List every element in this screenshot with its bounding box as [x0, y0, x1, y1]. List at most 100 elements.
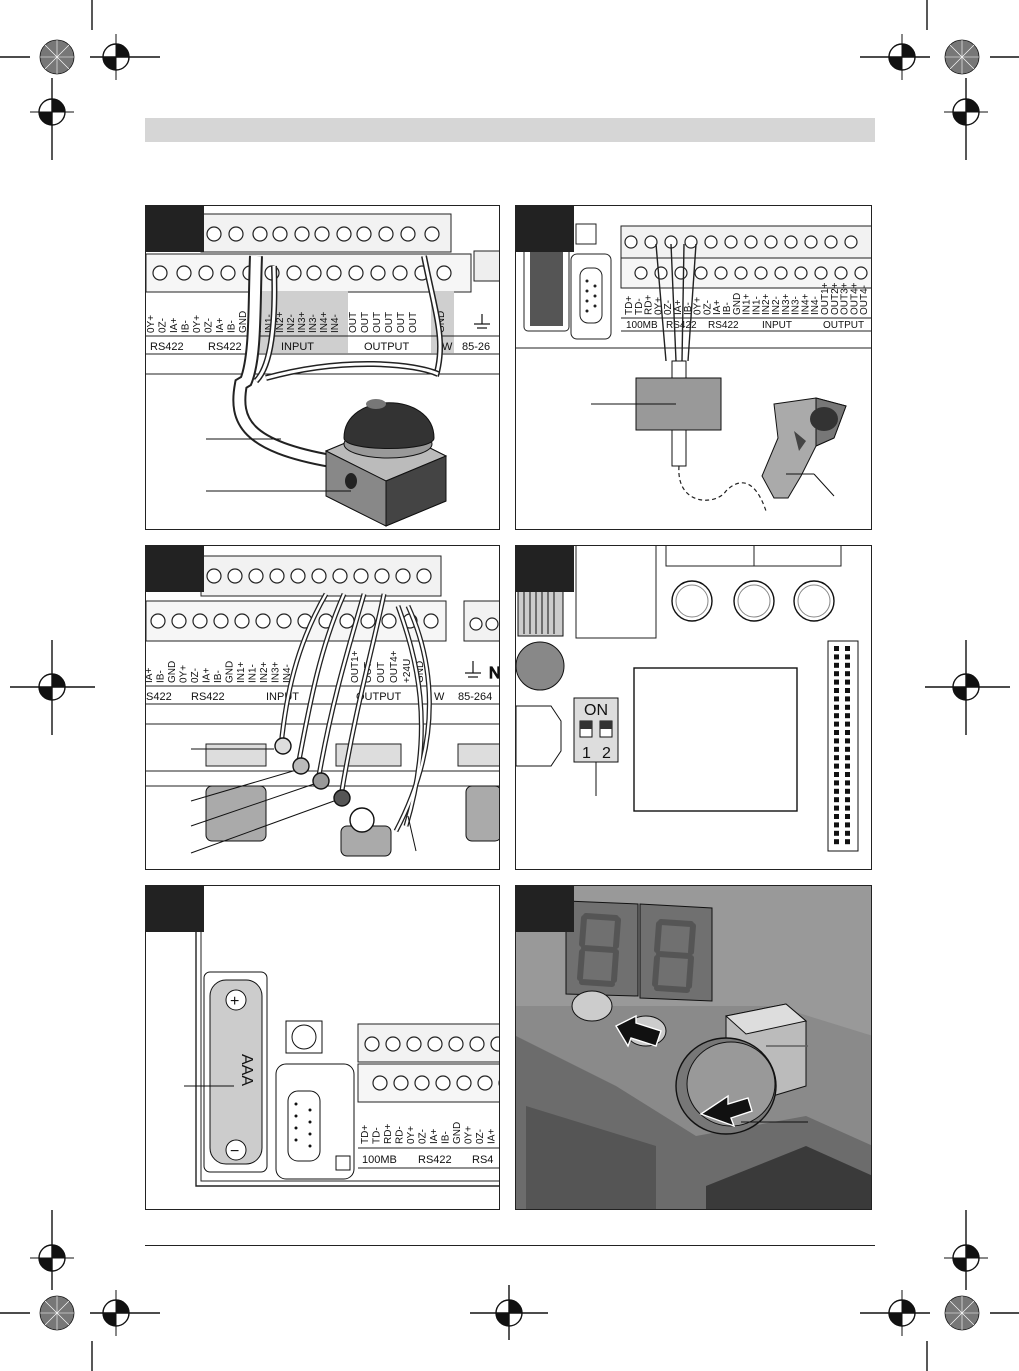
header-pin: [845, 755, 850, 761]
screw-terminal: [311, 568, 327, 584]
header-pin: [845, 830, 850, 836]
terminal-tag: GND: [436, 311, 447, 333]
header-pin: [845, 738, 850, 744]
figure-panel-coin-cell: [515, 885, 872, 1210]
screw-terminal: [393, 1075, 409, 1091]
terminal-tag: OUT: [360, 312, 371, 333]
header-pin: [834, 662, 839, 668]
dip-on-label: ON: [584, 702, 608, 719]
screw-terminal: [824, 235, 838, 249]
figure-tag: [146, 546, 204, 592]
terminal-tag: TD-: [634, 298, 645, 315]
label-output: OUTPUT: [356, 691, 402, 703]
terminal-tag: IN4+: [800, 293, 811, 315]
screw-terminal: [372, 1075, 388, 1091]
screw-terminal: [469, 1036, 485, 1052]
push-button-wiring-illustration: RS422 RS422 INPUT OUTPUT W 85-26 0Y+0Z-I…: [146, 213, 499, 527]
terminal-tag: IN1-: [264, 314, 275, 333]
terminal-tag: IN3+: [781, 293, 792, 315]
terminal-tag: RD-: [395, 1126, 406, 1144]
terminal-tag: TD-: [372, 1127, 383, 1144]
terminal-tag: IA+: [169, 318, 180, 333]
terminal-tag: 0Y+: [179, 665, 190, 683]
header-pin: [834, 763, 839, 769]
header-pin: [834, 839, 839, 845]
header-pin: [834, 755, 839, 761]
screw-terminal: [435, 1075, 451, 1091]
screw-terminal: [774, 266, 788, 280]
header-pin: [834, 654, 839, 660]
terminal-tag: 0Z-: [204, 318, 215, 333]
terminal-tag: GND: [167, 661, 178, 683]
terminal-tag: OUT: [384, 312, 395, 333]
screw-terminal: [227, 568, 243, 584]
terminal-tag: IB-: [213, 670, 224, 683]
label-rs422-a: RS422: [418, 1154, 452, 1166]
terminal-tag: 0Y+: [146, 315, 157, 333]
terminal-tag: IN2+: [761, 293, 772, 315]
header-pin: [845, 805, 850, 811]
terminal-tag: OUT: [348, 312, 359, 333]
header-pin: [834, 704, 839, 710]
terminal-tag: IA+: [146, 668, 155, 683]
figure-tag: [516, 546, 574, 592]
terminal-tag: IN1+: [742, 293, 753, 315]
header-pin: [845, 814, 850, 819]
screw-terminal: [844, 235, 858, 249]
screw-terminal: [414, 1075, 430, 1091]
screw-terminal: [804, 235, 818, 249]
screw-terminal: [381, 613, 397, 629]
screw-terminal: [276, 613, 292, 629]
header-pin: [834, 746, 839, 752]
label-w: W: [442, 341, 453, 353]
screw-terminal: [427, 1036, 443, 1052]
screw-terminal: [684, 235, 698, 249]
terminal-tag: OUT2+: [830, 282, 841, 315]
label-range: 85-264: [458, 691, 492, 703]
terminal-tag: GND: [238, 311, 249, 333]
screw-terminal: [406, 1036, 422, 1052]
screw-terminal: [423, 613, 439, 629]
header-pin: [834, 646, 839, 651]
terminal-tag: IN3+: [297, 311, 308, 333]
terminal-tag: OUT4-: [859, 285, 870, 315]
screw-terminal: [644, 235, 658, 249]
screw-terminal: [360, 613, 376, 629]
dip-1-label: 1: [582, 745, 591, 762]
label-w: W: [434, 691, 445, 703]
terminal-tag: GND: [732, 293, 743, 315]
terminal-tag: OUT: [408, 312, 419, 333]
header-pin: [834, 696, 839, 702]
label-rs422-b: RS422: [708, 320, 739, 331]
screw-terminal: [206, 568, 222, 584]
label-rs422-b: RS422: [191, 691, 225, 703]
terminal-tag: IN3+: [271, 661, 282, 683]
terminal-tag: 0Z-: [702, 300, 713, 315]
terminal-tag: TD+: [360, 1125, 371, 1144]
label-rs422-a: S422: [146, 691, 172, 703]
screw-terminal: [784, 235, 798, 249]
header-pin: [834, 772, 839, 777]
figure-tag: [516, 206, 574, 252]
label-rs422-b: RS4: [472, 1154, 493, 1166]
battery-minus: −: [230, 1143, 239, 1160]
dip-switch-illustration: ON 1 2: [516, 546, 859, 852]
terminal-tag: IN3-: [791, 296, 802, 315]
figure-tag: [146, 206, 204, 252]
header-pin: [845, 839, 850, 845]
terminal-tag: 0Z-: [158, 318, 169, 333]
terminal-tag: IN1+: [236, 661, 247, 683]
screw-terminal: [290, 568, 306, 584]
terminal-tag: IN2-: [771, 296, 782, 315]
terminal-tag: IB-: [441, 1131, 452, 1144]
header-pin: [834, 814, 839, 819]
terminal-tag: TD+: [624, 296, 635, 315]
header-pin: [845, 688, 850, 693]
coin-cell-illustration: [516, 886, 871, 1209]
terminal-tag: OUT: [372, 312, 383, 333]
